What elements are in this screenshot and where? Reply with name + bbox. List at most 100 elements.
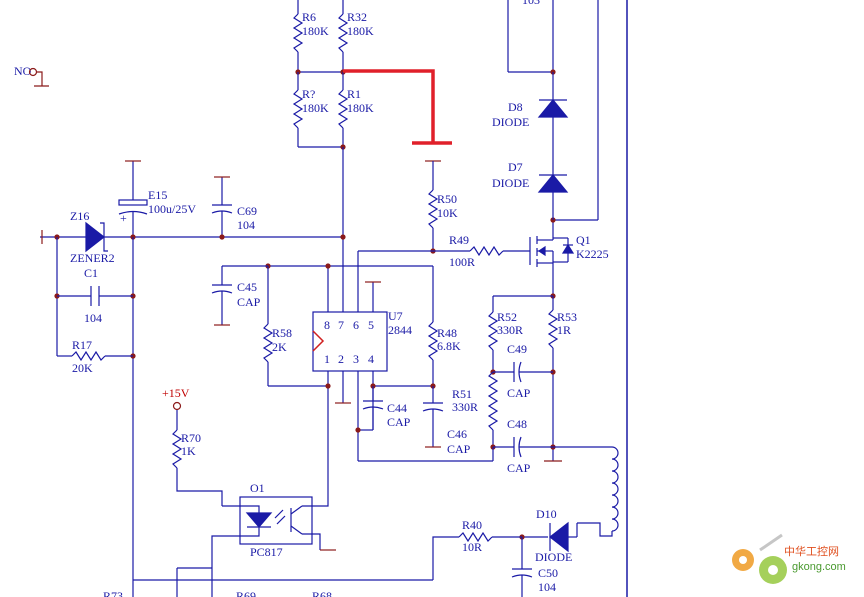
- q1-ref: Q1: [576, 233, 591, 247]
- r49-value: 100R: [449, 255, 475, 269]
- u7-pin-3: 3: [353, 352, 359, 366]
- u7-value: 2844: [388, 323, 412, 337]
- resistor-r17: [71, 350, 106, 362]
- d7-ref: D7: [508, 160, 523, 174]
- u7-pin-8: 8: [324, 318, 330, 332]
- capacitor-e15: [118, 161, 148, 237]
- capacitor-c50: [511, 537, 533, 597]
- r1-value: 180K: [347, 101, 374, 115]
- resistor-r-unknown: [292, 72, 304, 147]
- diode-d10: [549, 521, 569, 553]
- u7-pin-5: 5: [368, 318, 374, 332]
- no-terminal: [28, 67, 38, 77]
- d10-value: DIODE: [535, 550, 572, 564]
- u7-pin-7: 7: [338, 318, 344, 332]
- z16-value: ZENER2: [70, 251, 115, 265]
- z16-ref: Z16: [70, 209, 89, 223]
- top-partial-value: 103: [522, 0, 540, 7]
- resistor-r1: [337, 72, 349, 147]
- diode-d7: [537, 174, 569, 193]
- c49-ref: C49: [507, 342, 527, 356]
- d10-ref: D10: [536, 507, 557, 521]
- u7-pin-1: 1: [324, 352, 330, 366]
- c48-value: CAP: [507, 461, 531, 475]
- u7-ref: U7: [388, 309, 403, 323]
- r17-ref: R17: [72, 338, 92, 352]
- d7-value: DIODE: [492, 176, 529, 190]
- resistor-r40: [458, 531, 493, 543]
- o1-ref: O1: [250, 481, 265, 495]
- resistor-r53: [547, 309, 559, 349]
- capacitor-c49: [493, 361, 553, 383]
- e15-ref: E15: [148, 188, 167, 202]
- no-ground: [34, 71, 49, 87]
- highlight-wire: [343, 69, 435, 143]
- r17-value: 20K: [72, 361, 93, 375]
- c46-value: CAP: [447, 442, 471, 456]
- r73-partial: R73: [103, 589, 123, 597]
- u7-pin-4: 4: [368, 352, 374, 366]
- c69-ref: C69: [237, 204, 257, 218]
- r53-value: 1R: [557, 323, 571, 337]
- r48-ref: R48: [437, 326, 457, 340]
- capacitor-c1: [57, 286, 133, 306]
- r53-ref: R53: [557, 310, 577, 324]
- c1-ref: C1: [84, 266, 98, 280]
- r6-value: 180K: [302, 24, 329, 38]
- resistor-r49: [469, 245, 504, 257]
- mosfet-q1: [529, 220, 575, 296]
- e15-value: 100u/25V: [148, 202, 196, 216]
- r69-partial: R69: [236, 589, 256, 597]
- r70-ref: R70: [181, 431, 201, 445]
- r68-partial: R68: [312, 589, 332, 597]
- r40-value: 10R: [462, 540, 482, 554]
- c48-ref: C48: [507, 417, 527, 431]
- watermark-cn: 中华工控网: [784, 544, 839, 558]
- watermark-url: gkong.com: [792, 561, 846, 573]
- d8-value: DIODE: [492, 115, 529, 129]
- rq-ref: R?: [302, 87, 315, 101]
- zener-z16: [85, 221, 105, 253]
- c44-value: CAP: [387, 415, 411, 429]
- o1-value: PC817: [250, 545, 283, 559]
- capacitor-c69: [211, 177, 233, 237]
- resistor-r48: [427, 321, 439, 361]
- r6-ref: R6: [302, 10, 316, 24]
- resistor-r50: [427, 189, 439, 229]
- r51-ref: R51: [452, 387, 472, 401]
- watermark-logo: [732, 533, 787, 584]
- r58-value: 2K: [272, 340, 287, 354]
- c44-ref: C44: [387, 401, 407, 415]
- e15-polarity: +: [120, 211, 127, 225]
- r51-value: 330R: [452, 400, 478, 414]
- r48-value: 6.8K: [437, 339, 461, 353]
- r50-value: 10K: [437, 206, 458, 220]
- resistor-r6: [292, 0, 304, 72]
- resistor-r70: [171, 429, 183, 469]
- r49-ref: R49: [449, 233, 469, 247]
- capacitor-c44: [358, 386, 384, 431]
- r52-ref: R52: [497, 310, 517, 324]
- q1-value: K2225: [576, 247, 609, 261]
- capacitor-c46: [422, 386, 444, 447]
- capacitor-c48: [493, 436, 553, 458]
- resistor-r58: [262, 323, 274, 363]
- c50-ref: C50: [538, 566, 558, 580]
- diode-d8: [537, 99, 569, 118]
- r32-ref: R32: [347, 10, 367, 24]
- u7-pin-6: 6: [353, 318, 359, 332]
- optocoupler-o1: [211, 496, 329, 597]
- r32-value: 180K: [347, 24, 374, 38]
- resistor-r32: [337, 0, 349, 72]
- c69-value: 104: [237, 218, 255, 232]
- r1-ref: R1: [347, 87, 361, 101]
- r58-ref: R58: [272, 326, 292, 340]
- r52-value: 330R: [497, 323, 523, 337]
- d8-ref: D8: [508, 100, 523, 114]
- r50-ref: R50: [437, 192, 457, 206]
- c45-value: CAP: [237, 295, 261, 309]
- u7-pin-2: 2: [338, 352, 344, 366]
- c46-ref: C46: [447, 427, 467, 441]
- capacitor-c45: [211, 266, 233, 325]
